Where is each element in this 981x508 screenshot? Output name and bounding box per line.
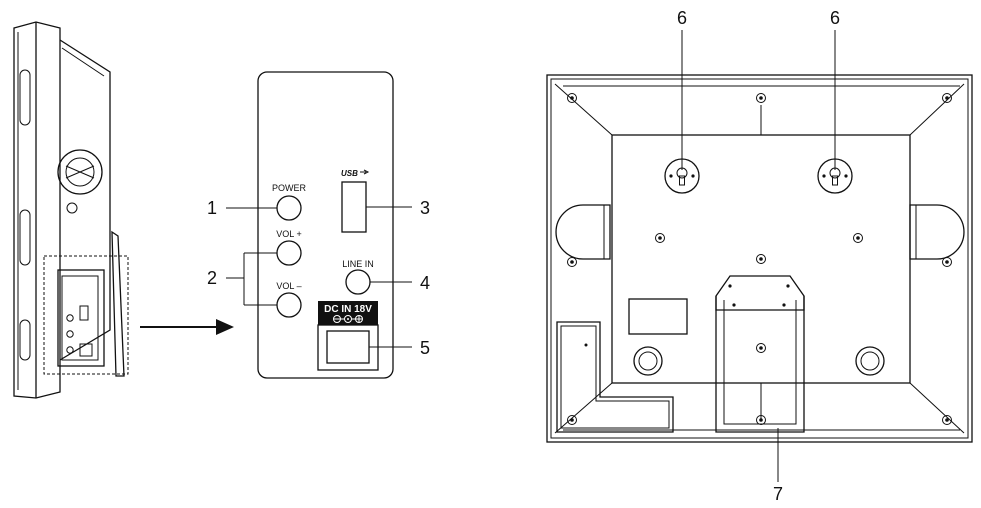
zoom-arrow <box>140 319 234 335</box>
vol-minus-label: VOL – <box>276 281 301 291</box>
line-in-label: LINE IN <box>342 259 374 269</box>
side-view <box>13 21 129 399</box>
dc-in-label: DC IN 18V <box>324 304 372 315</box>
dc-in-label-band <box>318 301 378 325</box>
callout-5: 5 <box>420 338 430 358</box>
dc-polarity-icon <box>333 315 363 323</box>
usb-port <box>341 181 367 233</box>
label-plate <box>628 298 688 335</box>
stand-bracket <box>715 275 805 433</box>
side-port-block <box>57 269 105 367</box>
control-panel: POWER VOL + VOL – USB LINE IN DC IN 18V <box>257 71 394 379</box>
side-knob-icon <box>57 149 103 195</box>
port-cutout <box>556 321 674 433</box>
back-screws <box>567 93 952 425</box>
usb-label: USB <box>341 169 358 178</box>
callout-7: 7 <box>773 484 783 504</box>
line-in-jack <box>345 269 371 295</box>
right-foot <box>855 346 885 376</box>
usb-icon <box>360 169 370 175</box>
vol-plus-button <box>276 240 302 266</box>
callout-6-right: 6 <box>830 8 840 28</box>
callout-2: 2 <box>207 268 217 288</box>
dc-in-jack <box>326 330 370 364</box>
callout-4: 4 <box>420 273 430 293</box>
left-handle <box>555 204 611 260</box>
right-handle <box>909 204 965 260</box>
vol-minus-button <box>276 292 302 318</box>
panel-leaders <box>226 206 412 348</box>
zoom-selection-box <box>43 255 129 375</box>
power-button <box>276 195 302 221</box>
back-view <box>546 74 973 443</box>
left-foot <box>633 346 663 376</box>
callout-3: 3 <box>420 198 430 218</box>
vol-plus-label: VOL + <box>276 229 301 239</box>
callout-1: 1 <box>207 198 217 218</box>
callout-6-left: 6 <box>677 8 687 28</box>
power-label: POWER <box>272 183 307 193</box>
